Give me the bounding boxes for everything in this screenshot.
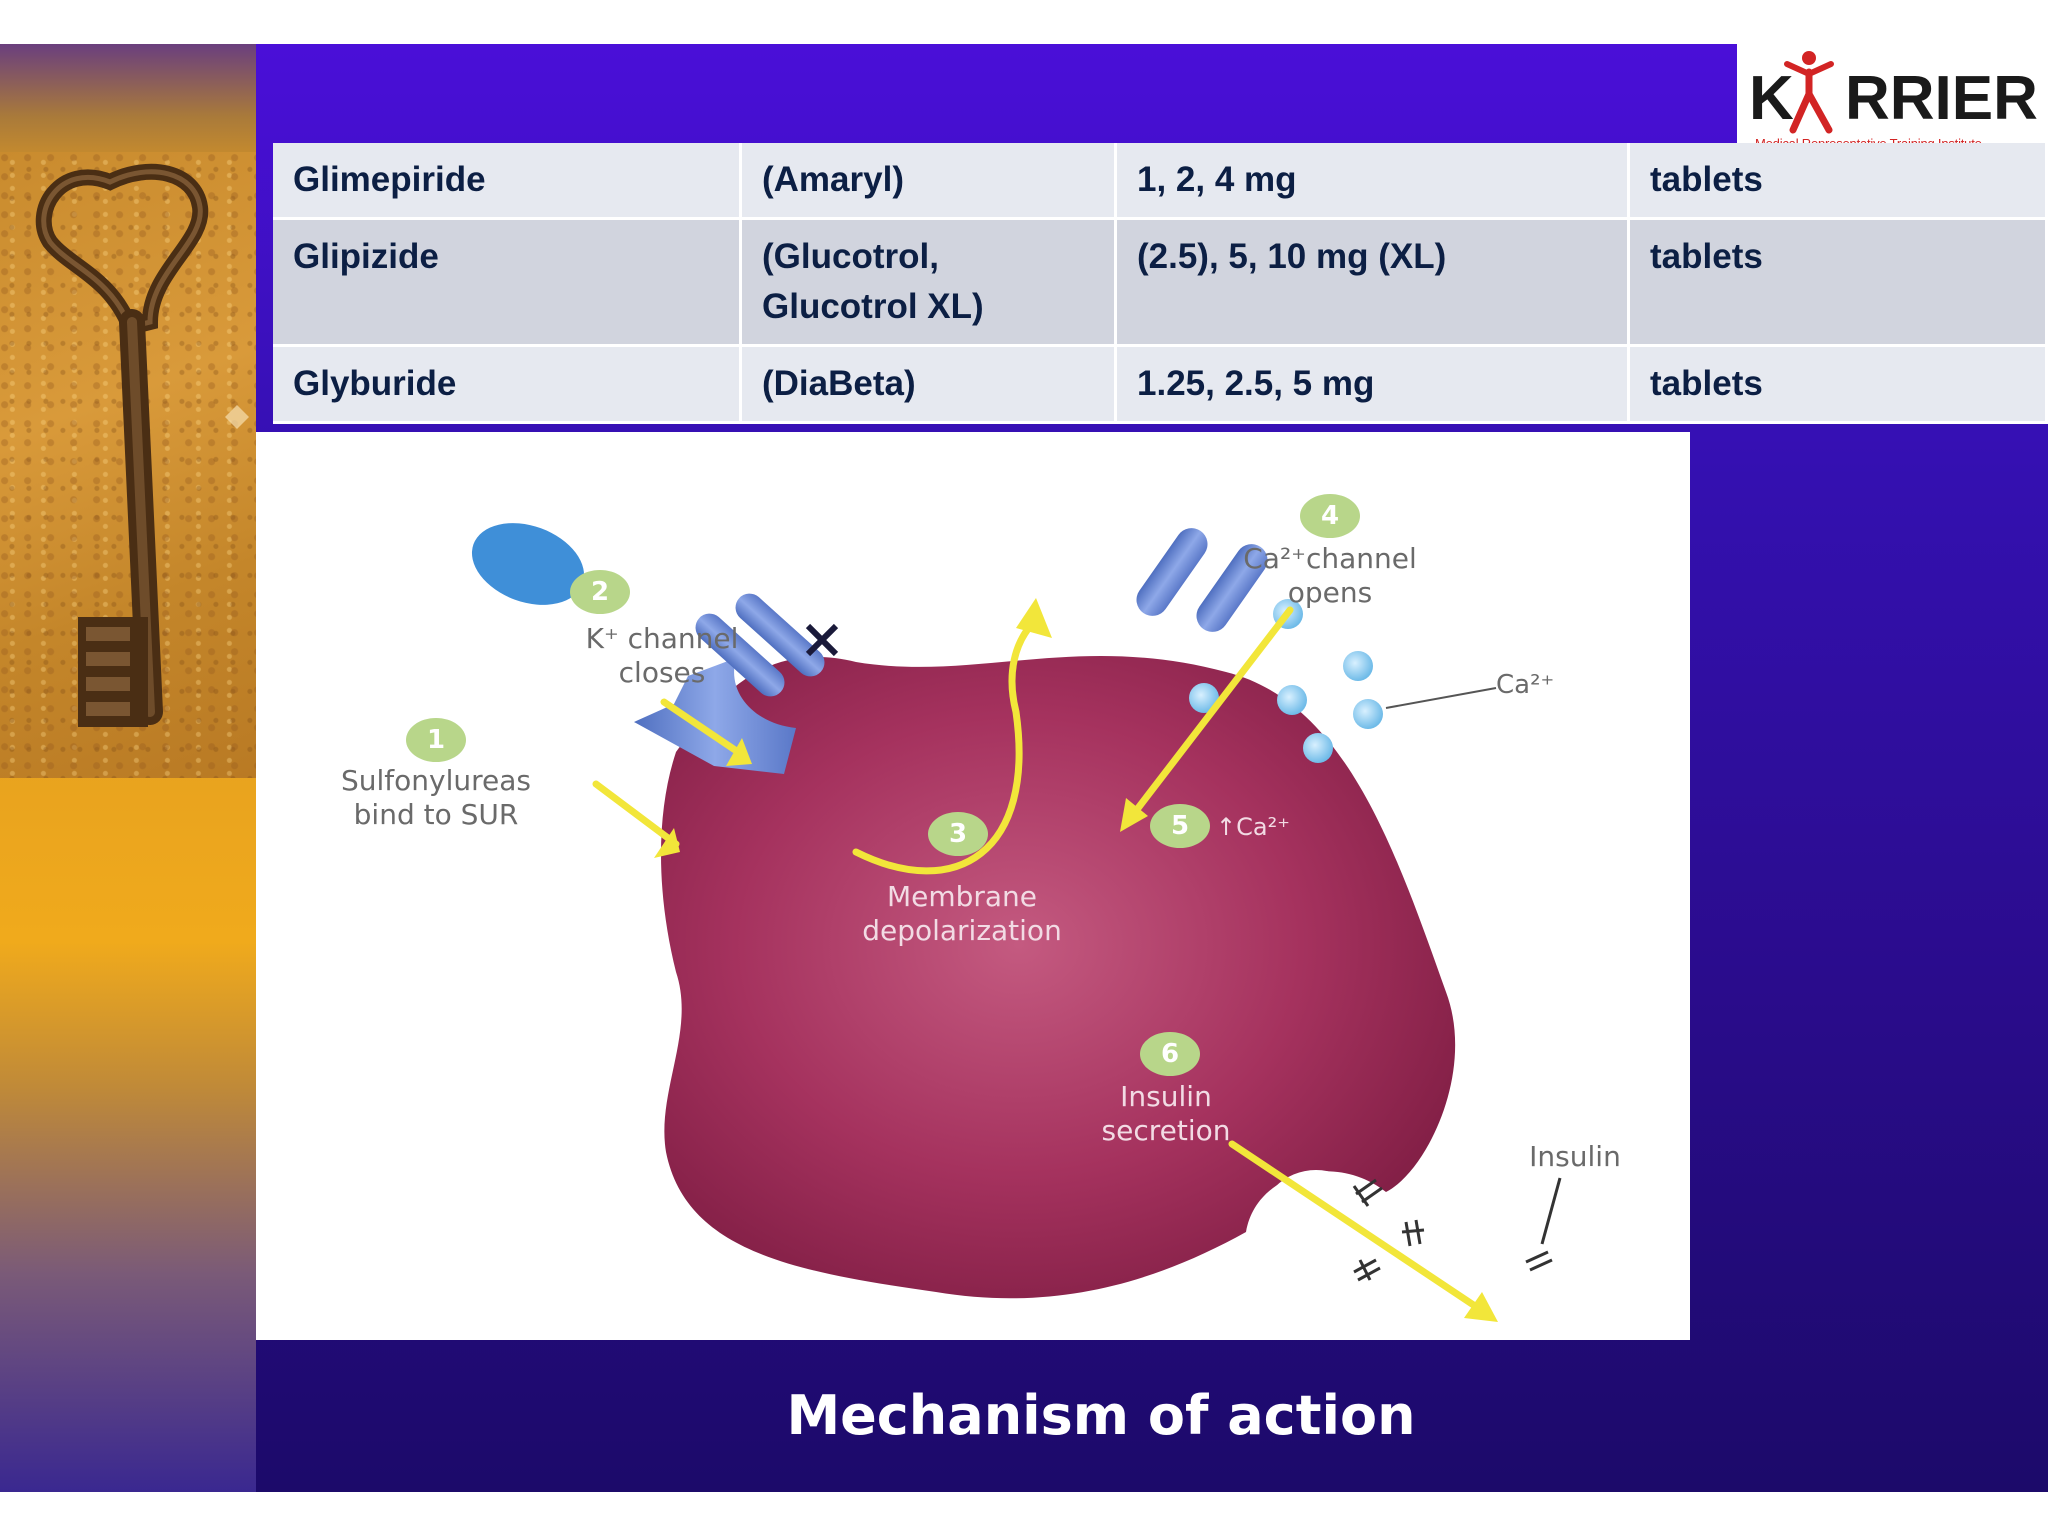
blocked-x-icon xyxy=(805,623,839,657)
ca-channel-bar xyxy=(1196,544,1268,632)
arrow-ca-channel xyxy=(1128,606,1294,820)
arrow-insulin-secretion xyxy=(1228,1140,1488,1316)
step-badge-1: 1 xyxy=(406,718,466,762)
ca-ion xyxy=(1353,699,1383,729)
sur-receptor xyxy=(634,658,796,774)
step-badge-5: 5 xyxy=(1150,804,1210,848)
label-k-channel: K⁺ channel closes xyxy=(585,622,739,689)
label-insulin-secretion: Insulin secretion xyxy=(1101,1080,1231,1147)
label-sulfonylureas: Sulfonylureas bind to SUR xyxy=(341,764,531,831)
drug-brand: (Amaryl) xyxy=(740,143,1117,219)
drug-form: tablets xyxy=(1628,218,2048,346)
table-row: Glyburide (DiaBeta) 1.25, 2.5, 5 mg tabl… xyxy=(273,345,2048,423)
arrow-sulfonylurea xyxy=(592,780,680,848)
drug-name: Glimepiride xyxy=(273,143,742,219)
label-insulin: Insulin xyxy=(1529,1140,1621,1173)
secretion-vesicle xyxy=(1258,1170,1374,1286)
step-badge-3: 3 xyxy=(928,812,988,856)
person-icon xyxy=(1784,51,1834,134)
drug-dose: 1.25, 2.5, 5 mg xyxy=(1115,345,1630,423)
step-badge-2: 2 xyxy=(570,570,630,614)
drug-table: Glimepiride (Amaryl) 1, 2, 4 mg tablets … xyxy=(273,143,2048,424)
insulin-leader-line xyxy=(1540,1177,1562,1245)
sulfonylurea-molecule xyxy=(471,523,585,605)
slide: K RRIER Medical Representative Training … xyxy=(0,44,2048,1492)
step-badge-6: 6 xyxy=(1140,1032,1200,1076)
ca-ion xyxy=(1303,733,1333,763)
slide-title: Mechanism of action xyxy=(786,1384,1416,1447)
drug-form: tablets xyxy=(1628,143,2048,219)
label-ca-increase: ↑Ca²⁺ xyxy=(1216,813,1290,841)
arrow-k-channel xyxy=(660,698,742,756)
key-photo xyxy=(0,152,256,778)
label-ca-channel: Ca²⁺channel opens xyxy=(1243,542,1417,609)
ca-ion xyxy=(1277,685,1307,715)
ca-leader-line xyxy=(1385,687,1497,709)
drug-dose: (2.5), 5, 10 mg (XL) xyxy=(1115,218,1630,346)
ca-ion xyxy=(1343,651,1373,681)
ca-ion xyxy=(1189,683,1219,713)
k-channel-bar xyxy=(735,593,825,677)
logo-letters-rrier: RRIER xyxy=(1845,64,2038,133)
drug-name: Glyburide xyxy=(273,345,742,423)
insulin-molecules xyxy=(1352,1178,1553,1282)
label-membrane-depolarization: Membrane depolarization xyxy=(862,880,1062,947)
k-channel-bar xyxy=(695,613,785,697)
drug-brand: (Glucotrol, Glucotrol XL) xyxy=(740,218,1117,346)
mechanism-diagram: 1 2 3 4 5 6 Sulfonylureas bind to SUR K⁺… xyxy=(256,432,1690,1340)
ca-channel-bar xyxy=(1136,528,1208,616)
table-row: Glipizide (Glucotrol, Glucotrol XL) (2.5… xyxy=(273,218,2048,346)
drug-dose: 1, 2, 4 mg xyxy=(1115,143,1630,219)
label-ca-ion: Ca²⁺ xyxy=(1496,670,1555,700)
key-icon xyxy=(35,163,249,727)
drug-form: tablets xyxy=(1628,345,2048,423)
step-badge-4: 4 xyxy=(1300,494,1360,538)
drug-name: Glipizide xyxy=(273,218,742,346)
drug-brand: (DiaBeta) xyxy=(740,345,1117,423)
beta-cell-illustration xyxy=(471,523,1562,1322)
table-row: Glimepiride (Amaryl) 1, 2, 4 mg tablets xyxy=(273,143,2048,219)
logo-letter-k: K xyxy=(1749,64,1794,133)
beta-cell xyxy=(661,655,1456,1299)
arrow-depolarization xyxy=(852,620,1036,875)
